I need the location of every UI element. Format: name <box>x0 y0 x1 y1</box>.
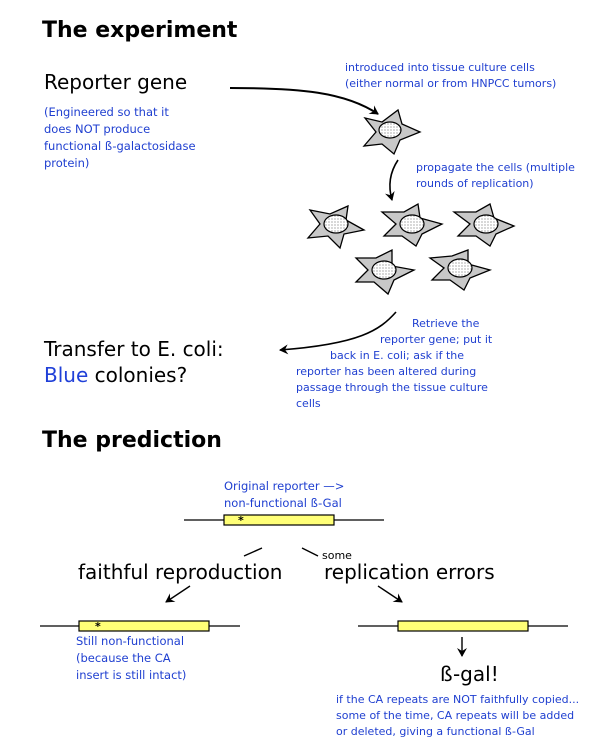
blue-word: Blue <box>44 363 89 387</box>
arrow-faithful-result <box>165 585 191 603</box>
tissue-cell-group <box>306 202 516 296</box>
arrow-propagate <box>384 159 399 201</box>
prediction-heading: The prediction <box>42 428 222 453</box>
some-label: some <box>322 549 352 562</box>
faithful-copy-gene <box>40 620 240 632</box>
bgal-note: if the CA repeats are NOT faithfully cop… <box>336 693 580 738</box>
original-reporter-gene <box>184 514 384 526</box>
tissue-cell <box>452 203 516 247</box>
arrow-to-cell <box>229 87 379 115</box>
errors-label: replication errors <box>324 560 495 584</box>
bgal-label: ß-gal! <box>440 662 499 686</box>
insert-mark-original: * <box>238 514 244 527</box>
reporter-gene-label: Reporter gene <box>44 70 188 94</box>
arrow-to-faithful <box>243 547 263 557</box>
retrieve-note: Retrieve the reporter gene; put it back … <box>296 317 493 410</box>
arrow-errors-result <box>377 585 403 603</box>
tissue-cell-single <box>362 108 422 156</box>
arrow-to-errors <box>301 547 319 557</box>
still-note: Still non-functional (because the CA ins… <box>76 634 187 682</box>
altered-copy-gene <box>358 620 568 632</box>
introduced-note: introduced into tissue culture cells (ei… <box>345 61 557 90</box>
experiment-heading: The experiment <box>42 18 238 43</box>
propagate-note: propagate the cells (multiple rounds of … <box>416 161 575 190</box>
tissue-cell <box>354 248 417 296</box>
faithful-label: faithful reproduction <box>78 560 283 584</box>
reporter-note: (Engineered so that it does NOT produce … <box>44 105 196 170</box>
transfer-label: Transfer to E. coli: Blue colonies? <box>44 337 224 387</box>
tissue-cell <box>428 249 493 291</box>
insert-mark-faithful: * <box>95 620 101 633</box>
tissue-cell <box>380 202 444 247</box>
original-reporter-note: Original reporter —> non-functional ß-Ga… <box>224 479 345 510</box>
arrow-to-ecoli <box>279 311 397 355</box>
tissue-cell <box>306 204 366 250</box>
